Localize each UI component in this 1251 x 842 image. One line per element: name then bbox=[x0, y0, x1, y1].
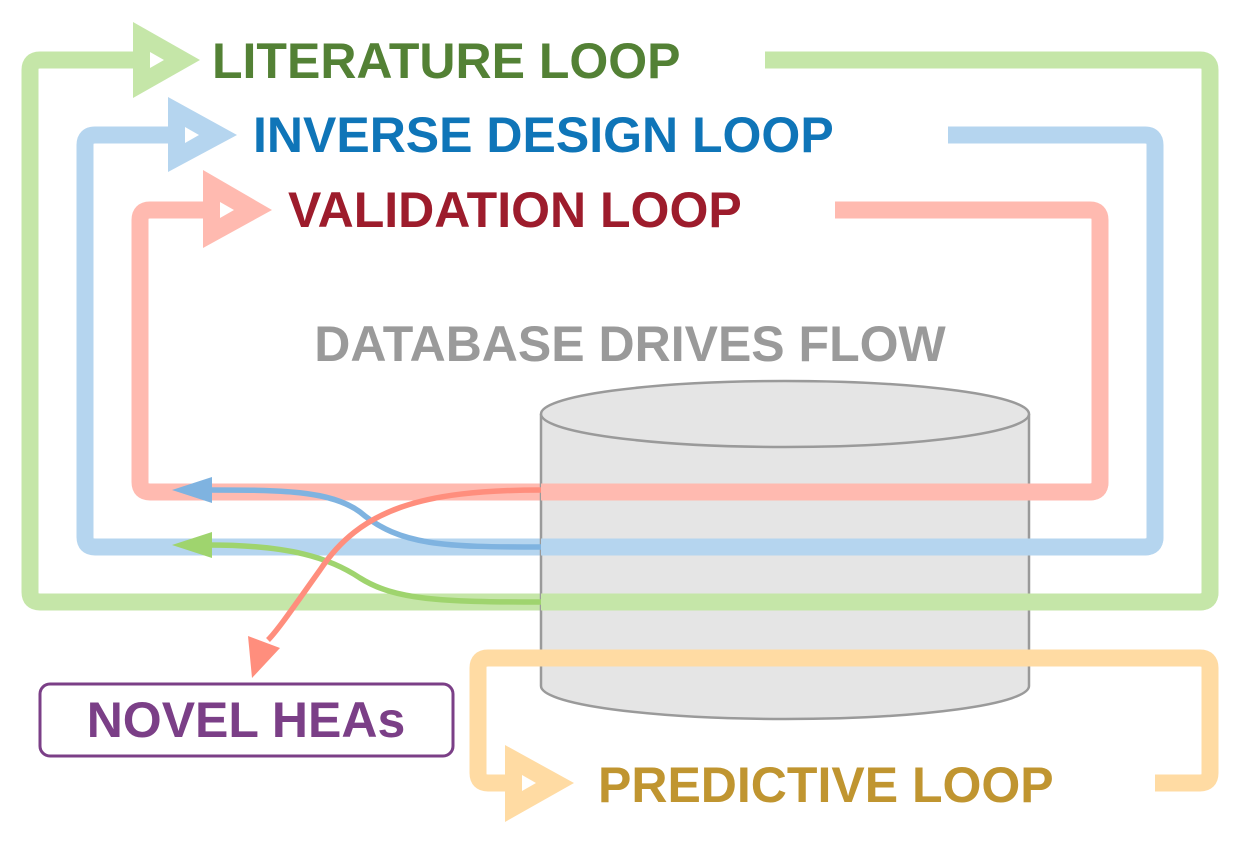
literature-loop-line-over-db bbox=[541, 591, 1219, 611]
inverse-design-loop-label: INVERSE DESIGN LOOP bbox=[253, 107, 834, 163]
validation-loop-arrow-icon bbox=[203, 170, 272, 248]
inverse-design-loop-line-over-db bbox=[541, 536, 1164, 556]
literature-loop-label: LITERATURE LOOP bbox=[212, 33, 681, 89]
literature-flow-arrow bbox=[207, 542, 542, 605]
novel-heas-flow-arrowhead-icon bbox=[248, 636, 280, 678]
validation-loop-label: VALIDATION LOOP bbox=[288, 182, 742, 238]
literature-loop-arrow-icon bbox=[133, 22, 200, 98]
inverse-design-loop-arrow-icon bbox=[168, 97, 237, 172]
inverse-design-flow-arrowhead-icon bbox=[172, 477, 212, 503]
predictive-loop-label: PREDICTIVE LOOP bbox=[598, 757, 1054, 813]
validation-loop-line-over-db bbox=[541, 481, 1109, 501]
novel-heas-label: NOVEL HEAs bbox=[87, 692, 406, 748]
novel-heas-flow-arrow bbox=[266, 487, 542, 642]
inverse-design-flow-arrow bbox=[207, 487, 542, 550]
predictive-loop-arrow-icon bbox=[505, 745, 574, 822]
novel-heas-box bbox=[38, 682, 455, 758]
literature-flow-arrowhead-icon bbox=[172, 532, 212, 558]
predictive-loop-line bbox=[469, 649, 1219, 792]
database-drives-flow-label: DATABASE DRIVES FLOW bbox=[314, 316, 946, 372]
